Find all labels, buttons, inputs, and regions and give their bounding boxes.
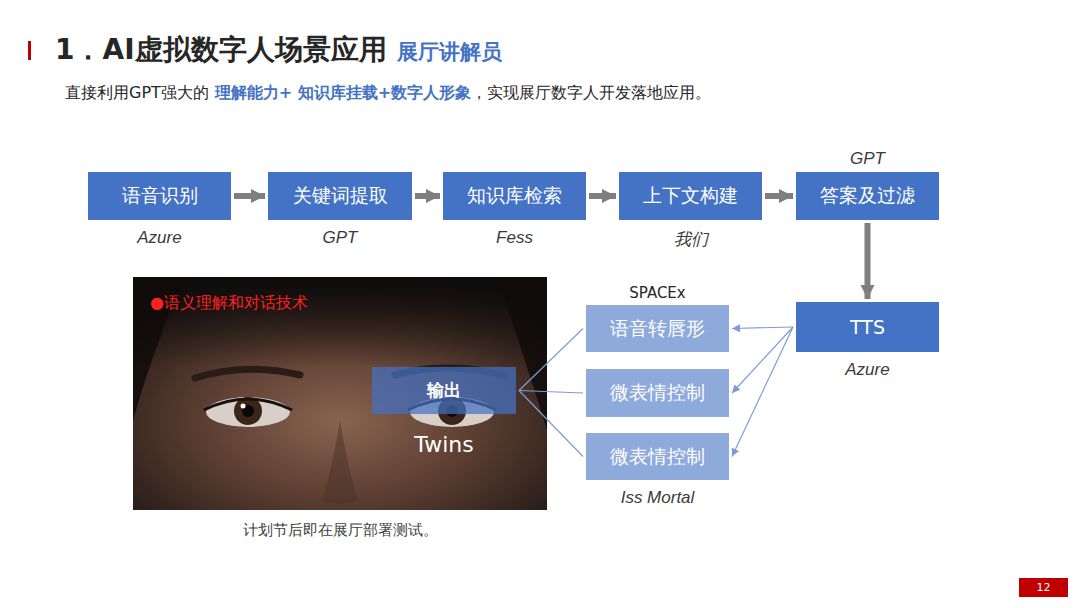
box-text: TTS	[850, 316, 885, 338]
title-accent-bar	[28, 41, 31, 60]
process-box: 知识库检索Fess	[443, 172, 586, 220]
box-text: 输出	[427, 379, 461, 402]
box-annotation: Twins	[352, 432, 536, 457]
subtitle-row: 直接利用GPT强大的理解能力+ 知识库挂载+数字人形象，实现展厅数字人开发落地应…	[65, 83, 711, 104]
process-box: GPT答案及过滤	[796, 172, 939, 220]
box-text: 上下文构建	[643, 183, 738, 209]
box-annotation: SPACEx	[566, 284, 749, 302]
slide-title: 1．AI虚拟数字人场景应用	[55, 31, 387, 69]
link-line	[732, 327, 793, 393]
flow-arrow	[234, 193, 265, 199]
module-box: 微表情控制	[586, 369, 729, 417]
image-note: ●语义理解和对话技术	[150, 293, 308, 314]
box-annotation: 我们	[599, 228, 782, 251]
link-line	[732, 327, 793, 457]
subtitle-text: ，实现展厅数字人开发落地应用。	[471, 83, 711, 104]
box-annotation: GPT	[776, 149, 959, 169]
flow-arrow	[415, 193, 440, 199]
link-line	[732, 327, 793, 329]
box-annotation: Fess	[423, 228, 606, 248]
flow-arrow	[865, 223, 871, 299]
box-text: 微表情控制	[610, 380, 705, 406]
link-line	[519, 391, 583, 394]
module-box: 微表情控制Iss Mortal	[586, 433, 729, 480]
box-annotation: Azure	[776, 360, 959, 380]
box-text: 知识库检索	[467, 183, 562, 209]
page-number: 12	[1019, 578, 1068, 597]
box-annotation: Iss Mortal	[566, 488, 749, 508]
link-line	[519, 329, 583, 391]
box-text: 语音识别	[122, 183, 198, 209]
process-box: 语音识别Azure	[88, 172, 231, 220]
subtitle-highlight: 理解能力+ 知识库挂载+数字人形象	[215, 83, 471, 104]
module-box: SPACEx语音转唇形	[586, 305, 729, 352]
process-box: TTSAzure	[796, 302, 939, 352]
box-text: 答案及过滤	[820, 183, 915, 209]
process-box: 关键词提取GPT	[268, 172, 412, 220]
caption: 计划节后即在展厅部署测试。	[133, 521, 547, 540]
process-box: 上下文构建我们	[619, 172, 762, 220]
subtitle-text: 直接利用GPT强大的	[65, 83, 209, 104]
box-annotation: Azure	[68, 228, 251, 248]
title-tag: 展厅讲解员	[397, 38, 502, 66]
box-text: 关键词提取	[293, 183, 388, 209]
flow-arrow	[765, 193, 793, 199]
flow-arrow	[589, 193, 616, 199]
link-line	[519, 391, 583, 457]
output-box: 输出Twins	[372, 367, 516, 414]
box-annotation: GPT	[248, 228, 432, 248]
box-text: 语音转唇形	[610, 316, 705, 342]
box-text: 微表情控制	[610, 444, 705, 470]
